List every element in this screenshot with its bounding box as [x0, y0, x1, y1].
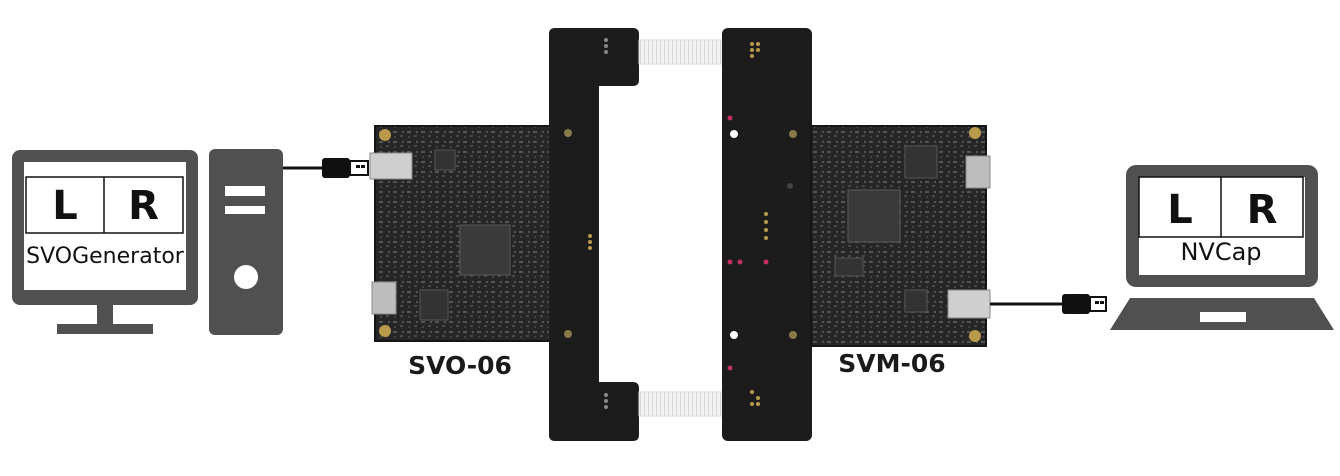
- monitor-left-label: L: [52, 183, 78, 229]
- monitor-base: [57, 324, 153, 334]
- laptop-screen: [1139, 177, 1305, 275]
- monitor-caption: SVOGenerator: [26, 244, 184, 269]
- laptop-right-label: R: [1246, 187, 1278, 233]
- hdmi-port: [965, 155, 991, 189]
- fpga-chip: [459, 224, 511, 276]
- usb-cable-left: [283, 158, 369, 178]
- usb-plug-icon: [1062, 294, 1090, 314]
- usb-cable-right: [990, 294, 1107, 314]
- monitor-screen: [24, 162, 186, 290]
- svo-06-label: SVO-06: [408, 351, 512, 380]
- tower-icon: [209, 149, 283, 335]
- hdmi-port: [371, 281, 397, 315]
- svo-06-board: [369, 125, 573, 342]
- usb-port: [369, 152, 413, 180]
- svm-06-board: [810, 125, 991, 347]
- fpga-chip: [847, 189, 901, 243]
- monitor: [12, 150, 198, 334]
- monitor-neck: [97, 305, 113, 325]
- laptop-caption: NVCap: [1180, 238, 1262, 266]
- usb-plug-icon: [322, 158, 350, 178]
- monitor-right-label: R: [128, 183, 159, 229]
- usb-port: [947, 289, 991, 319]
- laptop-left-label: L: [1167, 187, 1193, 233]
- svm-06-label: SVM-06: [838, 349, 946, 378]
- laptop: [1110, 165, 1334, 330]
- ribbon-cable-bottom: [638, 391, 724, 417]
- left-adapter-plate: [549, 28, 639, 441]
- ribbon-cable-top: [638, 39, 724, 65]
- right-adapter-plate: [722, 28, 812, 441]
